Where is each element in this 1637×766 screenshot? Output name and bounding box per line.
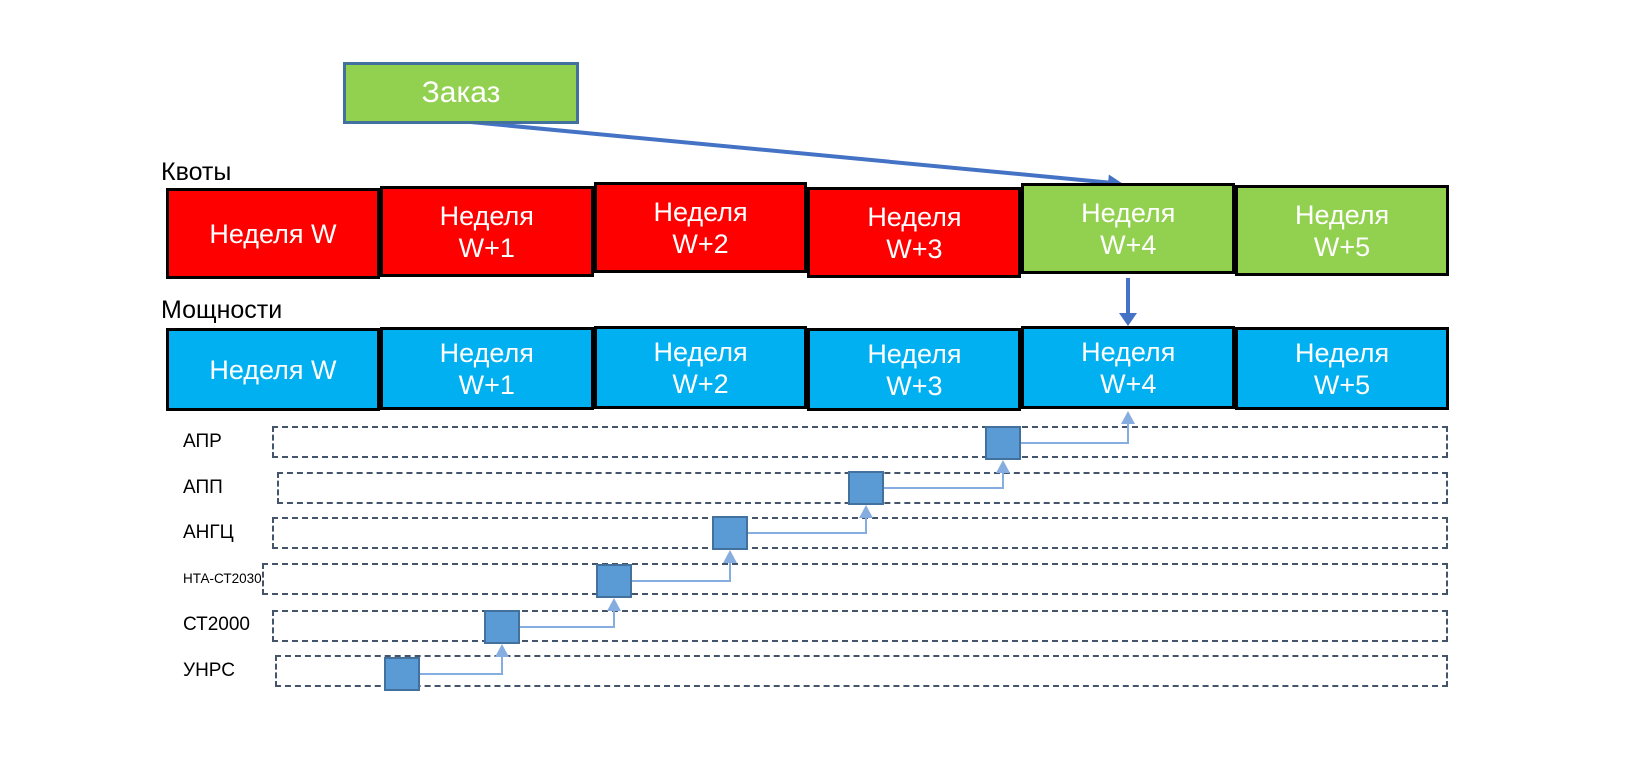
order-label: Заказ xyxy=(421,76,501,109)
week-cell-line1: Неделя xyxy=(1294,199,1390,230)
step-connector-line xyxy=(632,580,730,582)
week-cell-line2: W+1 xyxy=(458,232,515,263)
capacity-week-cell: Неделя W xyxy=(166,328,380,411)
process-label-apr: АПР xyxy=(183,431,222,452)
quota-week-cell: Неделя W+5 xyxy=(1235,185,1449,276)
week-cell-line2: W+5 xyxy=(1313,231,1371,262)
week-cell-line1: Неделя xyxy=(1294,337,1390,368)
step-block-angc xyxy=(712,516,748,550)
week-cell-line2: W+1 xyxy=(458,369,515,400)
week-cell-line1: Неделя W xyxy=(209,354,337,385)
capacity-week-cell: Неделя W+3 xyxy=(807,328,1022,411)
week-cell-line1: Неделя xyxy=(439,337,534,368)
step-block-app xyxy=(848,471,884,505)
week-cell-line1: Неделя xyxy=(439,200,534,231)
step-connector-arrow xyxy=(723,550,737,563)
week-cell-line2: W+2 xyxy=(672,368,729,399)
step-connector-line xyxy=(729,563,731,582)
week-cell-line1: Неделя xyxy=(653,336,748,367)
quota-week-cell: Неделя W+4 xyxy=(1021,183,1236,274)
capacity-week-cell: Неделя W+5 xyxy=(1235,327,1449,410)
step-connector-line xyxy=(501,657,503,675)
quota-week-cell: Неделя W+3 xyxy=(807,187,1022,278)
capacities-title: Мощности xyxy=(161,296,283,324)
week-cell-line1: Неделя xyxy=(867,201,962,232)
step-connector-line xyxy=(1002,473,1004,489)
step-connector-line xyxy=(865,518,867,534)
week-cell-line2: W+3 xyxy=(886,370,943,401)
quota-week-cell: Неделя W+1 xyxy=(379,186,594,277)
process-row-unrs xyxy=(275,655,1448,687)
step-connector-arrow xyxy=(996,460,1010,473)
process-label-nta-st2030: НТА-СТ2030 xyxy=(183,571,262,586)
week-cell-line1: Неделя xyxy=(867,338,962,369)
step-connector-line xyxy=(520,626,614,628)
week-cell-line1: Неделя W xyxy=(209,218,337,249)
quota-week-cell: Неделя W xyxy=(166,188,380,279)
step-block-nta-st2030 xyxy=(596,564,632,598)
order-to-quota-arrow xyxy=(459,119,1124,192)
quota-week-cell: Неделя W+2 xyxy=(593,182,808,273)
step-block-apr xyxy=(985,426,1021,460)
step-connector-arrow xyxy=(495,644,509,657)
capacity-week-cell: Неделя W+1 xyxy=(379,327,594,410)
step-connector-arrow xyxy=(607,598,621,611)
week-cell-line2: W+5 xyxy=(1313,369,1371,400)
process-label-app: АПП xyxy=(183,477,223,498)
capacity-week-row: Неделя W Неделя W+1 Неделя W+2 Неделя W+… xyxy=(166,326,1449,411)
quota-to-capacity-arrow xyxy=(1119,278,1137,326)
week-cell-line2: W+3 xyxy=(886,233,943,264)
quotas-title: Квоты xyxy=(161,158,232,186)
process-label-angc: АНГЦ xyxy=(183,522,234,543)
quota-week-row: Неделя W Неделя W+1 Неделя W+2 Неделя W+… xyxy=(166,182,1449,279)
step-connector-line xyxy=(884,487,1003,489)
process-row-st2000 xyxy=(272,610,1448,642)
arrow-head-icon xyxy=(1119,313,1137,326)
process-row-angc xyxy=(272,517,1448,549)
week-cell-line1: Неделя xyxy=(1081,197,1176,228)
process-label-unrs: УНРС xyxy=(183,660,235,681)
apr-to-capacity-arrow xyxy=(1121,411,1135,424)
capacity-week-cell: Неделя W+2 xyxy=(593,326,808,409)
step-connector-line xyxy=(420,673,502,675)
week-cell-line2: W+2 xyxy=(672,228,729,259)
capacity-week-cell: Неделя W+4 xyxy=(1021,326,1236,409)
step-connector-line xyxy=(613,611,615,628)
week-cell-line1: Неделя xyxy=(653,196,748,227)
step-connector-line xyxy=(748,532,866,534)
apr-to-capacity-connector xyxy=(1127,424,1129,444)
week-cell-line1: Неделя xyxy=(1081,336,1176,367)
process-label-st2000: СТ2000 xyxy=(183,614,250,635)
step-block-unrs xyxy=(384,657,420,691)
apr-to-capacity-connector xyxy=(1021,442,1128,444)
step-block-st2000 xyxy=(484,610,520,644)
order-box: Заказ xyxy=(343,62,579,124)
week-cell-line2: W+4 xyxy=(1100,229,1157,260)
week-cell-line2: W+4 xyxy=(1100,368,1157,399)
step-connector-arrow xyxy=(859,505,873,518)
process-row-nta-st2030 xyxy=(262,563,1448,595)
process-row-apr xyxy=(272,426,1448,458)
